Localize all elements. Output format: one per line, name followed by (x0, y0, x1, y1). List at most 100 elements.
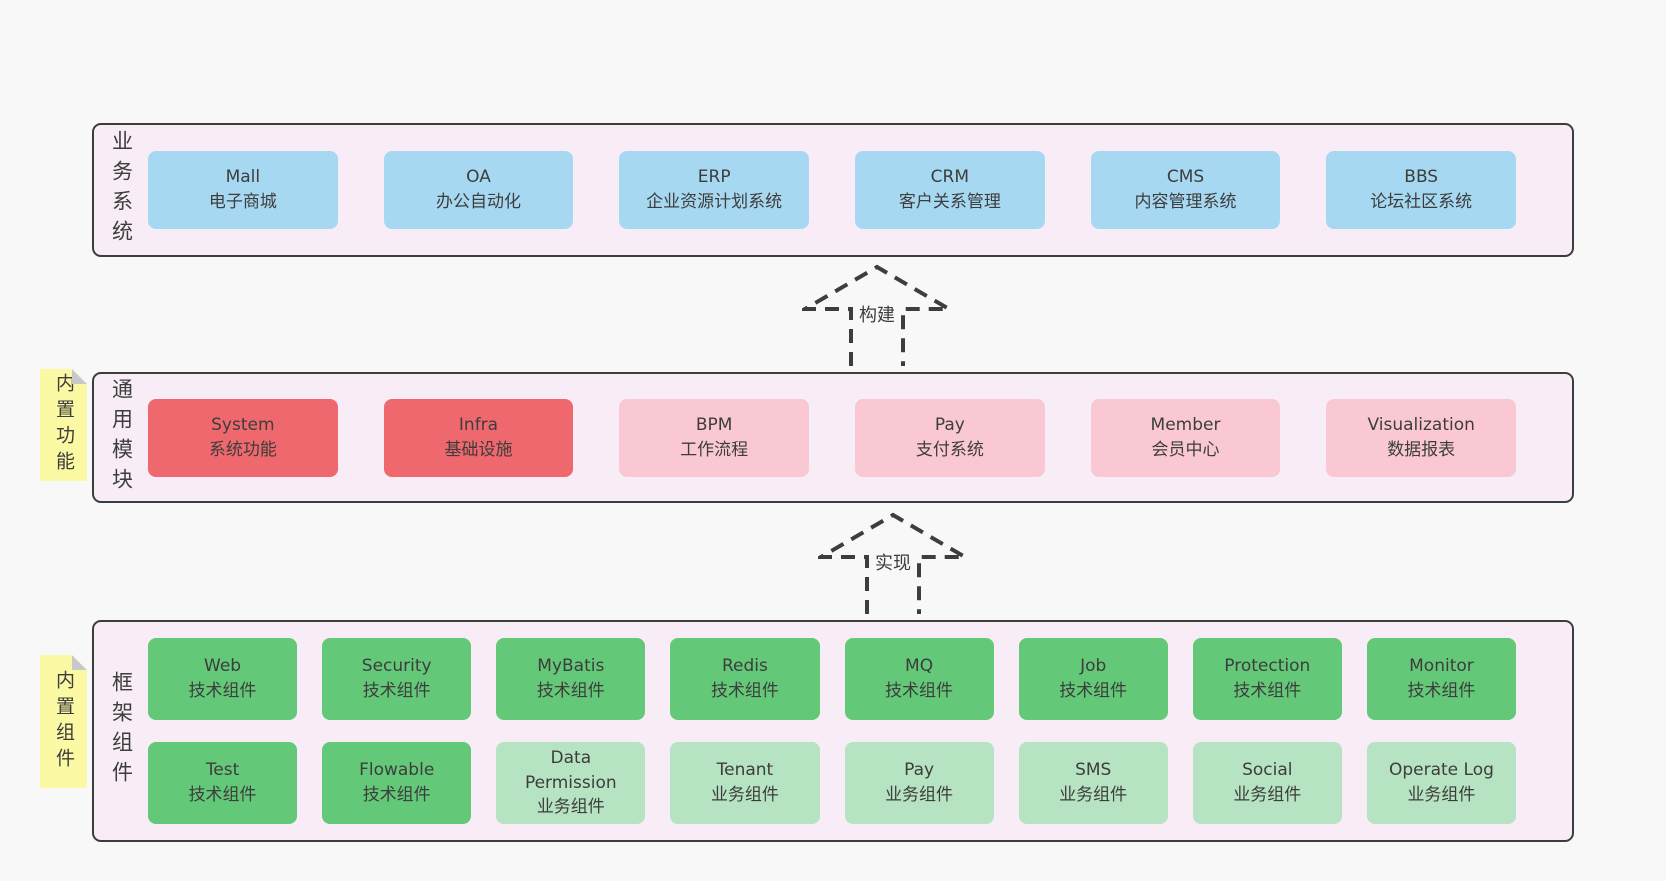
box-job: Job 技术组件 (1018, 638, 1168, 720)
module-subtitle: 客户关系管理 (898, 192, 1001, 212)
module-title: Security (361, 656, 432, 677)
module-title: Redis (721, 656, 768, 677)
sticky-note-built-in-components: 内置组件 (40, 655, 87, 788)
module-subtitle: 系统功能 (208, 439, 277, 460)
box-mybatis: MyBatis 技术组件 (496, 638, 646, 720)
module-title: Pay (904, 760, 935, 781)
module-subtitle: 支付系统 (915, 439, 984, 460)
module-subtitle: 技术组件 (1059, 681, 1128, 701)
tier-boxes-area: Mall 电子商城 OA 办公自动化 ERP 企业资源计划系统 CRM 客户关系管理 CMS 内容… (148, 125, 1572, 255)
box-member: Member 会员中心 (1090, 398, 1281, 477)
module-subtitle: 技术组件 (1233, 681, 1302, 701)
module-subtitle: 技术组件 (362, 785, 431, 805)
tier-label-column: 通用模块 (94, 374, 148, 501)
tier-label-column: 业务系统 (94, 125, 148, 255)
box-sms: SMS 业务组件 (1018, 742, 1168, 824)
box-protection: Protection 技术组件 (1192, 638, 1342, 720)
module-title: Monitor (1409, 656, 1474, 677)
module-title: ERP (697, 167, 731, 188)
sticky-note-label: 内置功能 (53, 373, 75, 477)
box-visualization: Visualization 数据报表 (1326, 398, 1517, 477)
module-subtitle: 数据报表 (1387, 439, 1456, 460)
module-subtitle: 工作流程 (680, 439, 749, 460)
module-title: CMS (1166, 167, 1205, 188)
module-subtitle: 企业资源计划系统 (646, 192, 783, 212)
folded-corner-icon (72, 655, 87, 670)
module-title: Protection (1224, 656, 1311, 677)
box-bpm: BPM 工作流程 (619, 398, 810, 477)
tier-side-label: 框架组件 (109, 671, 134, 791)
module-subtitle: 业务组件 (1233, 785, 1302, 805)
module-title: Job (1080, 656, 1107, 677)
box-monitor: Monitor 技术组件 (1366, 638, 1516, 720)
module-title: BPM (695, 414, 733, 435)
module-subtitle: 会员中心 (1151, 439, 1220, 460)
dashed-up-arrow-icon (802, 264, 952, 366)
module-title: CRM (930, 167, 970, 188)
module-subtitle: 内容管理系统 (1134, 192, 1237, 212)
box-operate-log: Operate Log 业务组件 (1366, 742, 1516, 824)
module-title: Member (1150, 414, 1221, 435)
box-erp: ERP 企业资源计划系统 (619, 151, 810, 229)
module-subtitle: 办公自动化 (436, 192, 521, 212)
module-title: Pay (934, 414, 965, 435)
box-bbs: BBS 论坛社区系统 (1326, 151, 1517, 229)
module-title: Tenant (716, 760, 774, 781)
module-subtitle: 技术组件 (710, 681, 779, 701)
box-flowable: Flowable 技术组件 (322, 742, 472, 824)
box-crm: CRM 客户关系管理 (855, 151, 1045, 229)
box-oa: OA 办公自动化 (383, 151, 574, 229)
module-subtitle: 技术组件 (362, 681, 431, 701)
module-subtitle: 业务组件 (1407, 785, 1476, 805)
module-title: Web (204, 656, 242, 677)
module-row: Mall 电子商城 OA 办公自动化 ERP 企业资源计划系统 CRM 客户关系管理 CMS 内容… (148, 151, 1517, 229)
module-title: Test (205, 760, 240, 781)
box-system: System 系统功能 (148, 398, 338, 477)
tier-side-label: 通用模块 (109, 377, 134, 498)
module-title: Visualization (1367, 414, 1475, 435)
module-title: Flowable (359, 760, 435, 781)
dashed-up-arrow-icon (818, 512, 968, 614)
box-pay: Pay 支付系统 (855, 398, 1045, 477)
module-subtitle: 业务组件 (536, 797, 605, 818)
tier-business-systems: 业务系统 Mall 电子商城 OA 办公自动化 ERP 企业资源计划系统 CRM 客户关系管理… (92, 123, 1574, 257)
sticky-note-built-in-features: 内置功能 (40, 369, 87, 481)
build-arrow-label: 构建 (856, 300, 898, 328)
module-title: Mall (225, 167, 261, 188)
box-redis: Redis 技术组件 (670, 638, 820, 720)
module-title: System (211, 414, 275, 435)
implement-arrow-label: 实现 (872, 548, 914, 576)
module-subtitle: 业务组件 (885, 785, 954, 805)
box-data-permission: Data Permission 业务组件 (496, 742, 646, 824)
module-title: Data Permission (524, 748, 617, 793)
build-arrow-icon: 构建 (802, 263, 952, 368)
module-title: OA (466, 167, 491, 188)
box-pay: Pay 业务组件 (844, 742, 994, 824)
module-title: BBS (1404, 167, 1439, 188)
module-subtitle: 业务组件 (1059, 785, 1128, 805)
module-title: MyBatis (537, 656, 605, 677)
module-subtitle: 论坛社区系统 (1370, 192, 1473, 212)
module-title: Operate Log (1388, 760, 1494, 781)
module-title: SMS (1075, 760, 1112, 781)
sticky-note-label: 内置组件 (53, 669, 75, 774)
module-subtitle: 技术组件 (1407, 681, 1476, 701)
implement-arrow-icon: 实现 (818, 511, 968, 616)
module-subtitle: 业务组件 (710, 785, 779, 805)
module-subtitle: 技术组件 (536, 681, 605, 701)
box-mall: Mall 电子商城 (148, 151, 338, 229)
box-social: Social 业务组件 (1192, 742, 1342, 824)
module-subtitle: 电子商城 (208, 192, 277, 212)
module-title: Social (1242, 760, 1293, 781)
